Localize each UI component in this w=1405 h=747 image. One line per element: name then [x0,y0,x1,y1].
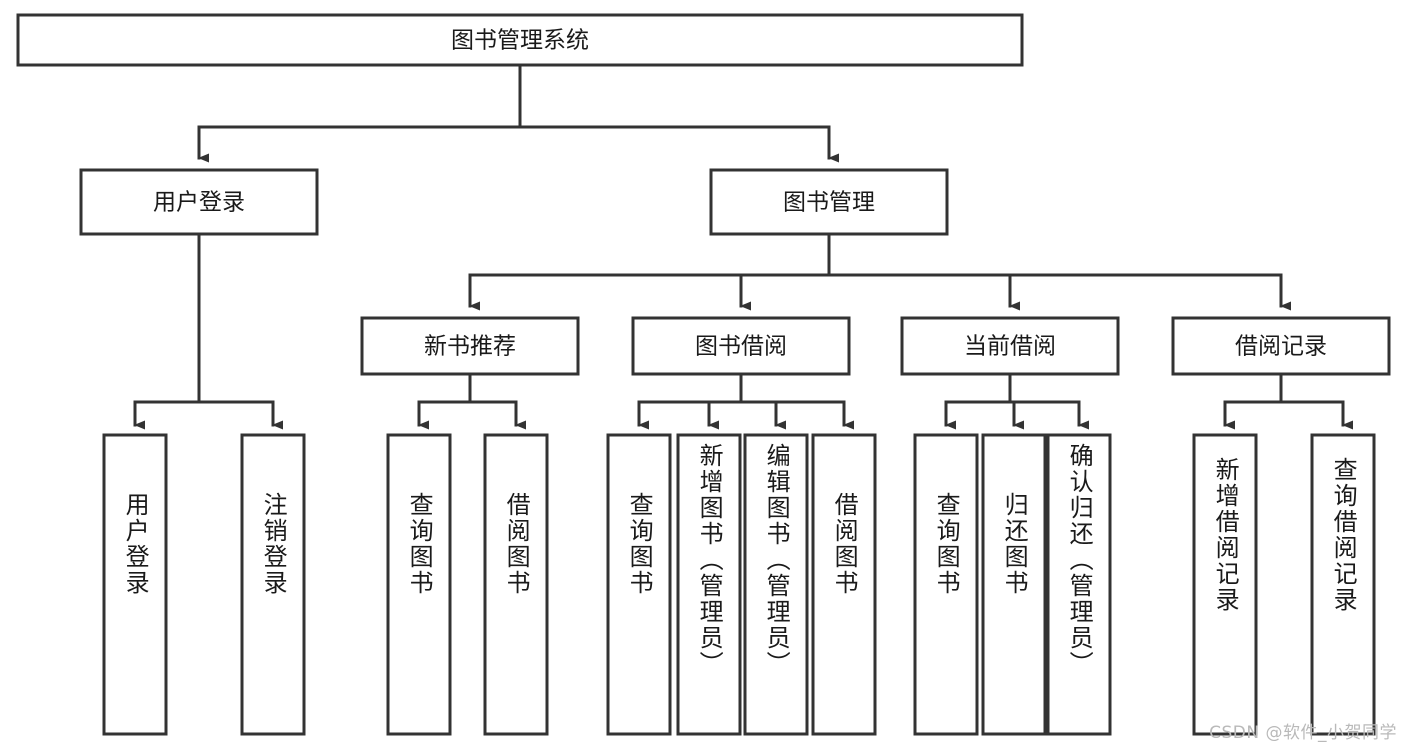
node-new-book-rec-box[interactable] [360,316,580,376]
node-leaf-borrow-book-1-box[interactable] [483,433,549,736]
connector-group-borrow-record [1223,372,1353,430]
node-leaf-query-book-2-box[interactable] [606,433,672,736]
node-leaf-user-logout-box[interactable] [240,433,306,736]
node-user-login-box[interactable] [79,168,319,236]
connector-group-root [197,63,839,163]
node-new-book-rec[interactable]: 新书推荐 [360,316,580,376]
node-leaf-add-book-box[interactable] [676,433,742,736]
watermark-text: CSDN @软件_小贺同学 [1209,723,1397,743]
node-book-borrow-box[interactable] [631,316,851,376]
node-current-borrow[interactable]: 当前借阅 [900,316,1120,376]
node-leaf-borrow-book-2-box[interactable] [811,433,877,736]
connector-group-book-borrow [637,372,854,430]
node-leaf-edit-book-box[interactable] [743,433,809,736]
node-leaf-user-login-box[interactable] [102,433,168,736]
node-current-borrow-label: 当前借阅 [964,334,1056,360]
node-book-borrow-label: 图书借阅 [695,334,787,360]
node-new-book-rec-label: 新书推荐 [424,334,516,360]
connector-group-current-borrow [944,372,1089,430]
node-book-manage-box[interactable] [709,168,949,236]
connector-group-user-login [133,232,283,430]
node-leaf-add-record-box[interactable] [1192,433,1258,736]
node-user-login[interactable]: 用户登录 [79,168,319,236]
node-user-login-label: 用户登录 [153,190,245,216]
node-leaf-query-record-box[interactable] [1310,433,1376,736]
node-root[interactable]: 图书管理系统 [16,13,1024,67]
node-book-manage-label: 图书管理 [783,190,875,216]
node-root-box[interactable] [16,13,1024,67]
node-current-borrow-box[interactable] [900,316,1120,376]
node-leaf-return-book-box[interactable] [981,433,1047,736]
node-borrow-record-label: 借阅记录 [1235,334,1327,360]
node-leaf-confirm-return-box[interactable] [1046,433,1112,736]
node-book-manage[interactable]: 图书管理 [709,168,949,236]
connector-group-book-manage [468,232,1291,311]
node-book-borrow[interactable]: 图书借阅 [631,316,851,376]
node-borrow-record-box[interactable] [1171,316,1391,376]
node-borrow-record[interactable]: 借阅记录 [1171,316,1391,376]
node-root-label: 图书管理系统 [451,28,589,54]
node-leaf-query-book-3-box[interactable] [913,433,979,736]
node-leaf-query-book-1-box[interactable] [386,433,452,736]
connector-group-new-book-rec [417,372,526,430]
